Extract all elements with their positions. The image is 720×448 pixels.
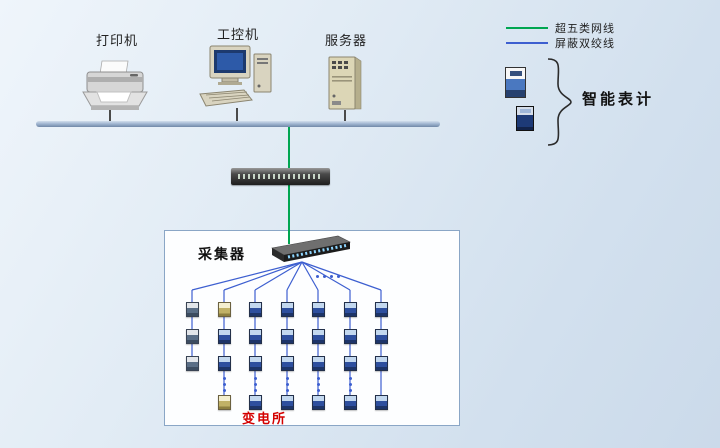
ethernet-bus-line	[36, 121, 440, 127]
switch-ports	[238, 174, 323, 179]
printer-icon	[82, 60, 148, 110]
collector-device	[271, 235, 351, 262]
stp-line-swatch	[506, 41, 548, 44]
collector-label: 采集器	[198, 247, 246, 263]
printer-device	[82, 60, 152, 118]
computer-icon	[199, 45, 272, 107]
meter-screen	[520, 109, 531, 113]
legend-row-cat5e: 超五类网线	[506, 20, 615, 35]
legend-row-stp: 屏蔽双绞线	[506, 35, 615, 50]
meter-screen	[510, 71, 522, 76]
printer-label: 打印机	[95, 34, 138, 49]
ipc-label: 工控机	[216, 28, 259, 43]
brace-icon	[547, 58, 572, 146]
cat5e-label: 超五类网线	[555, 21, 615, 35]
horizontal-ellipsis	[316, 275, 340, 278]
industrial-pc-device	[198, 44, 278, 114]
wire-legend: 超五类网线 屏蔽双绞线	[506, 20, 615, 50]
cat5e-line-swatch	[506, 26, 548, 29]
server-device	[322, 52, 368, 118]
substation-title: 变电所	[242, 412, 288, 427]
ethernet-switch-device	[231, 168, 330, 185]
smart-meter-icon-large	[505, 67, 526, 98]
server-icon	[328, 56, 362, 110]
server-label: 服务器	[324, 34, 367, 49]
stp-label: 屏蔽双绞线	[555, 36, 615, 50]
smart-meter-legend-label: 智能表计	[582, 90, 655, 108]
smart-meter-icon-small	[516, 106, 534, 131]
